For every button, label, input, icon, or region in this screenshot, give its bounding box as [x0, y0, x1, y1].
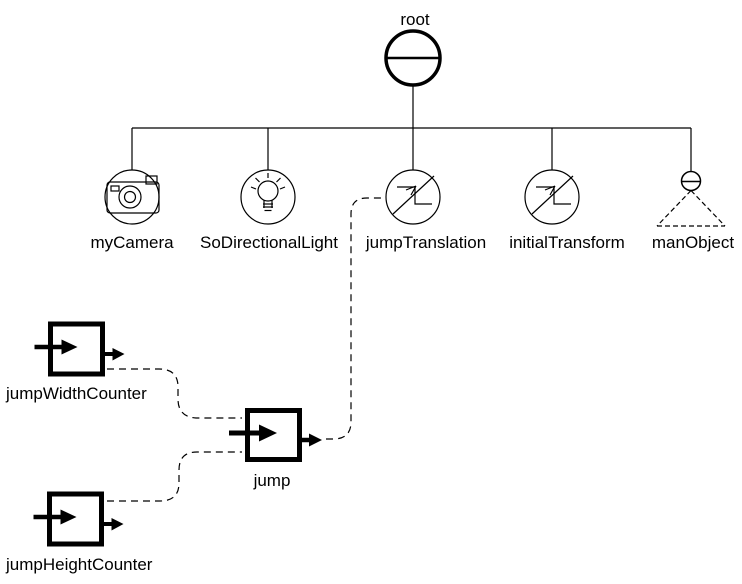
node-jumptranslation: jumpTranslation	[365, 169, 486, 252]
node-initialtransform-label: initialTransform	[509, 233, 625, 252]
engine-jumpheightcounter: jumpHeightCounter	[5, 494, 153, 574]
connection-jumpheightcounter-to-jump	[107, 451, 242, 502]
transform-icon	[531, 175, 574, 215]
connection-jumpwidthcounter-to-jump	[107, 368, 242, 419]
node-sodirectionallight-label: SoDirectionalLight	[200, 233, 338, 252]
node-root-label: root	[400, 10, 430, 29]
node-jumptranslation-label: jumpTranslation	[365, 233, 486, 252]
light-bulb-icon	[250, 173, 286, 212]
engine-jumpwidthcounter-label: jumpWidthCounter	[5, 384, 147, 403]
engine-box-icon	[229, 408, 322, 462]
engine-box-icon	[35, 324, 125, 374]
engine-jumpwidthcounter: jumpWidthCounter	[5, 324, 147, 403]
engine-jump-label: jump	[253, 471, 291, 490]
node-mycamera: myCamera	[90, 169, 174, 252]
collapsed-subgraph-triangle-icon	[656, 190, 726, 227]
node-manobject-label: manObject	[652, 233, 734, 252]
group-node-icon	[680, 170, 702, 192]
tree-edges	[131, 85, 692, 172]
engine-jumpheightcounter-label: jumpHeightCounter	[5, 555, 153, 574]
node-manobject: manObject	[652, 170, 734, 252]
node-mycamera-label: myCamera	[90, 233, 174, 252]
engine-jump: jump	[229, 408, 322, 490]
transform-icon	[392, 175, 435, 215]
engine-connections	[107, 197, 385, 502]
group-node-icon	[384, 29, 442, 87]
node-root: root	[384, 10, 442, 87]
camera-icon	[106, 175, 160, 214]
node-sodirectionallight: SoDirectionalLight	[200, 169, 338, 252]
connection-jump-to-jumptranslation	[326, 197, 385, 440]
node-initialtransform: initialTransform	[509, 169, 625, 252]
